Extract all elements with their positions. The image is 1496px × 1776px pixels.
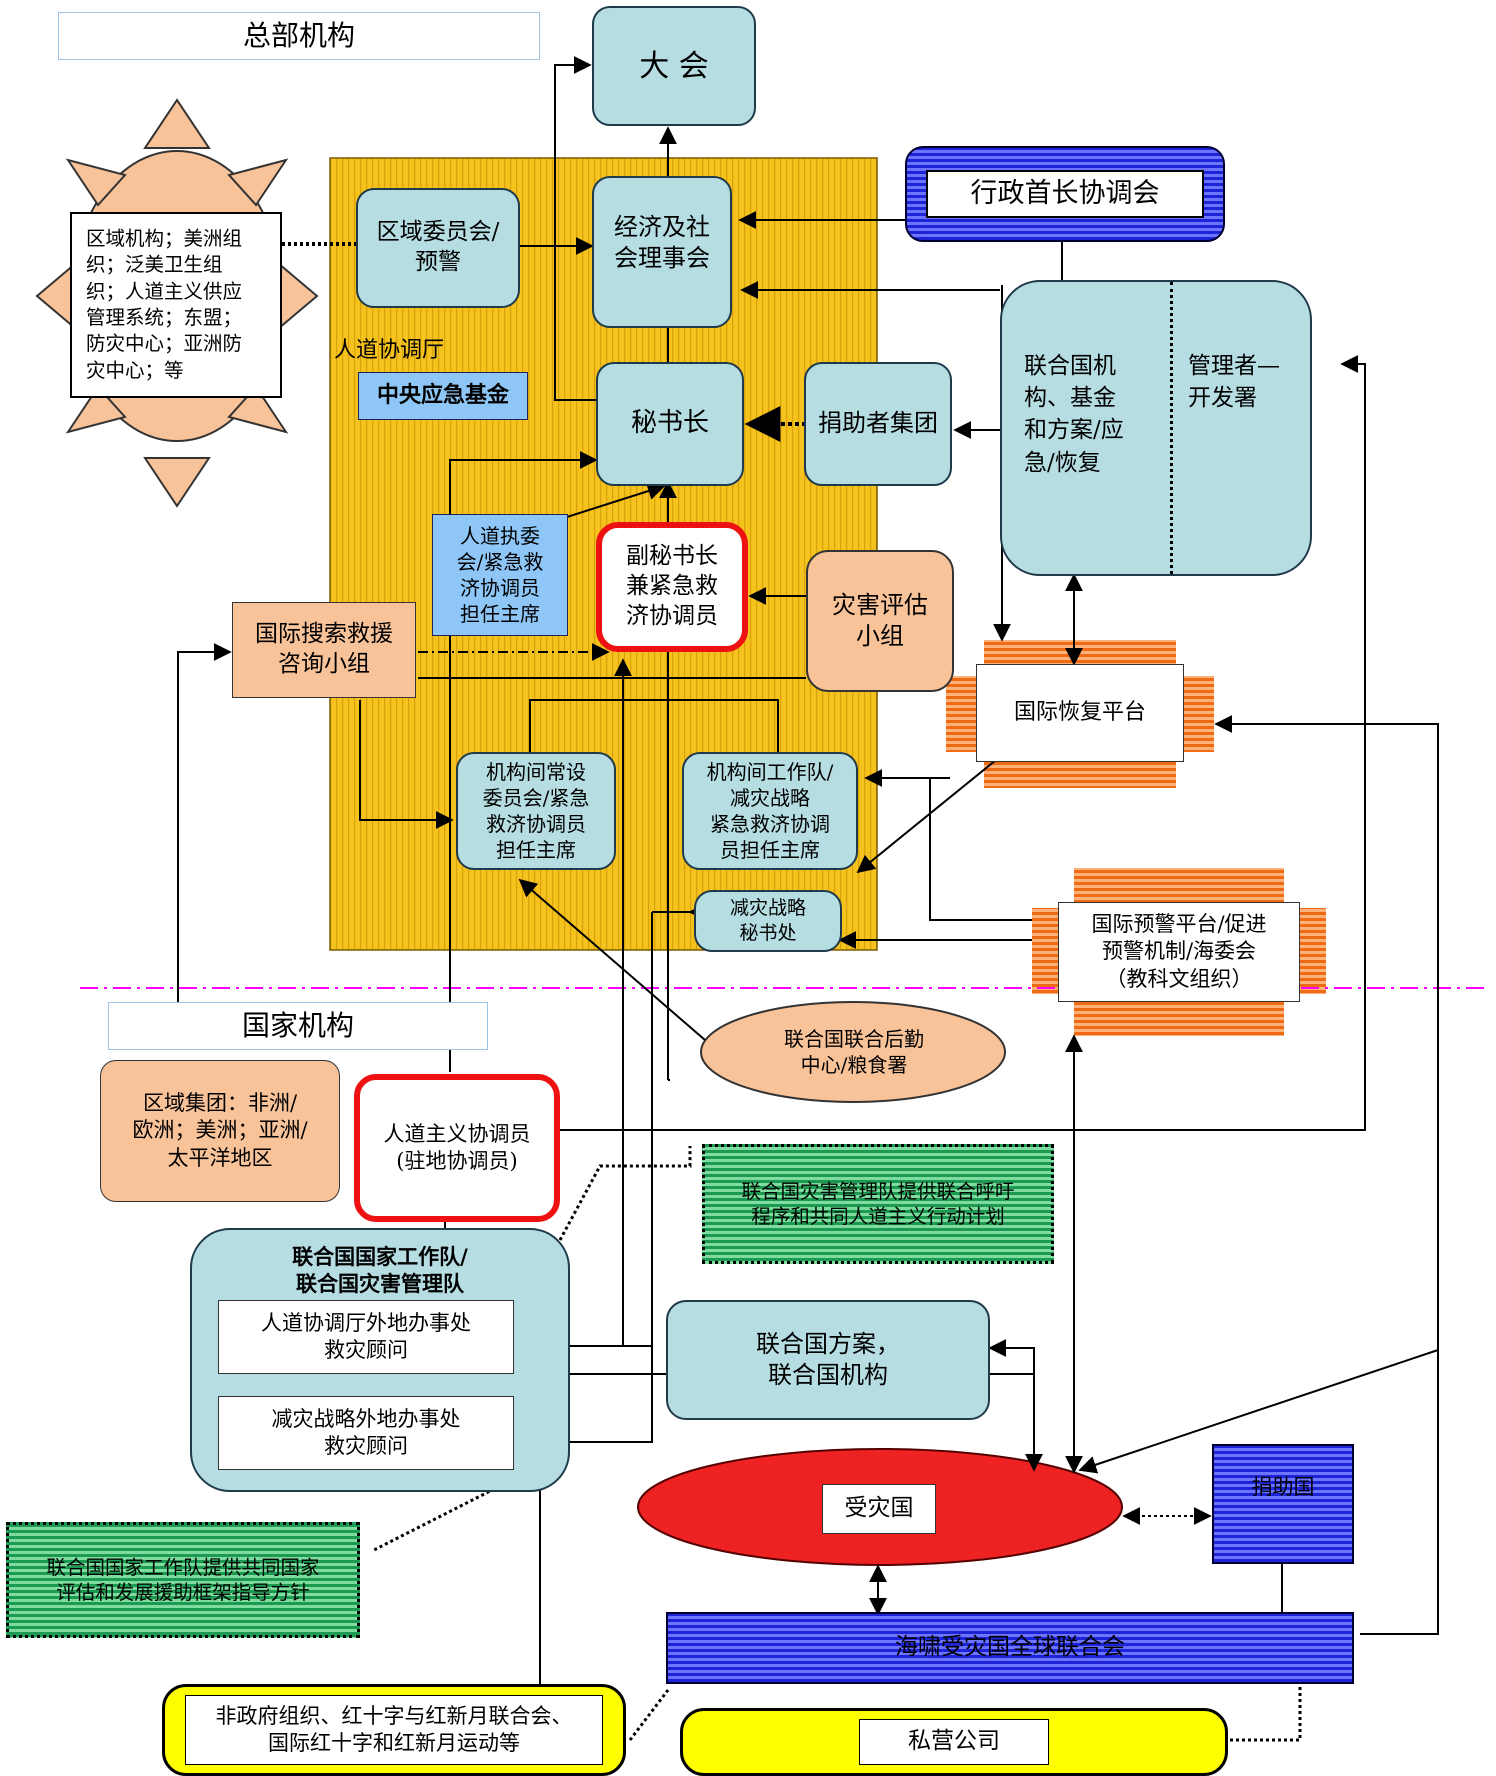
private-sector-label: 私营公司 [859, 1719, 1049, 1765]
echa-node[interactable]: 人道执委 会/紧急救 济协调员 担任主席 [432, 514, 568, 636]
undmt-appeal-node[interactable]: 联合国灾害管理队提供联合呼吁 程序和共同人道主义行动计划 [702, 1144, 1054, 1264]
logistics-ellipse [700, 1001, 1006, 1103]
national-label: 国家机构 [108, 1002, 488, 1050]
headquarters-label: 总部机构 [58, 12, 540, 60]
ngos-label: 非政府组织、红十字与红新月联合会、 国际红十字和红新月运动等 [185, 1695, 603, 1765]
un-agencies-label: 联合国机 构、基金 和方案/应 急/恢复 [1024, 353, 1124, 476]
undaf-note-node[interactable]: 联合国国家工作队提供共同国家 评估和发展援助框架指导方针 [6, 1522, 360, 1638]
un-programmes-node[interactable]: 联合国方案， 联合国机构 [666, 1300, 990, 1420]
cerf-node[interactable]: 中央应急基金 [358, 372, 528, 420]
ecosoc-node[interactable]: 经济及社 会理事会 [592, 176, 732, 328]
general-assembly-node[interactable]: 大 会 [592, 6, 756, 126]
isdr-field-node[interactable]: 减灾战略外地办事处 救灾顾问 [218, 1396, 514, 1470]
donor-group-node[interactable]: 捐助者集团 [804, 362, 952, 486]
ceb-label: 行政首长协调会 [926, 170, 1204, 218]
secretary-general-node[interactable]: 秘书长 [596, 362, 744, 486]
regional-commissions-node[interactable]: 区域委员会/ 预警 [356, 188, 520, 308]
undac-node[interactable]: 灾害评估 小组 [806, 550, 954, 692]
ngos-node[interactable]: 非政府组织、红十字与红新月联合会、 国际红十字和红新月运动等 [162, 1684, 626, 1776]
resident-coordinator-node[interactable]: 人道主义协调员 (驻地协调员) [354, 1074, 560, 1222]
iasc-node[interactable]: 机构间常设 委员会/紧急 救济协调员 担任主席 [456, 752, 616, 870]
logistics-node[interactable]: 联合国联合后勤 中心/粮食署 [784, 1027, 924, 1077]
connectors [177, 56, 1439, 1742]
regional-groups-node[interactable]: 区域集团：非洲/ 欧洲；美洲；亚洲/ 太平洋地区 [100, 1060, 340, 1202]
country-team-label: 联合国国家工作队/ 联合国灾害管理队 [292, 1245, 468, 1297]
ppew-node[interactable]: 国际预警平台/促进 预警机制/海委会 （教科文组织） [1058, 902, 1300, 1002]
administrator-undp-label: 管理者— 开发署 [1188, 353, 1280, 412]
ceb-node[interactable]: 行政首长协调会 [905, 146, 1225, 242]
ocha-field-node[interactable]: 人道协调厅外地办事处 救灾顾问 [218, 1300, 514, 1374]
iatf-node[interactable]: 机构间工作队/ 减灾战略 紧急救济协调 员担任主席 [682, 752, 858, 870]
regional-orgs-node[interactable]: 区域机构；美洲组 织；泛美卫生组 织；人道主义供应 管理系统；东盟； 防灾中心；… [70, 212, 282, 398]
isdr-secretariat-node[interactable]: 减灾战略 秘书处 [694, 890, 842, 952]
irp-node[interactable]: 国际恢复平台 [976, 664, 1184, 762]
donor-countries-node[interactable]: 捐助国 [1212, 1444, 1354, 1564]
insarag-node[interactable]: 国际搜索救援 咨询小组 [232, 602, 416, 698]
private-sector-node[interactable]: 私营公司 [680, 1708, 1228, 1776]
un-agencies-divider [1170, 282, 1173, 574]
affected-country-node[interactable]: 受灾国 [822, 1484, 936, 1534]
usg-erc-node[interactable]: 副秘书长 兼紧急救 济协调员 [596, 522, 748, 652]
un-agencies-node[interactable]: 联合国机 构、基金 和方案/应 急/恢复 管理者— 开发署 [1000, 280, 1312, 576]
global-alliance-node[interactable]: 海啸受灾国全球联合会 [666, 1612, 1354, 1684]
ocha-label: 人道协调厅 [334, 338, 445, 363]
